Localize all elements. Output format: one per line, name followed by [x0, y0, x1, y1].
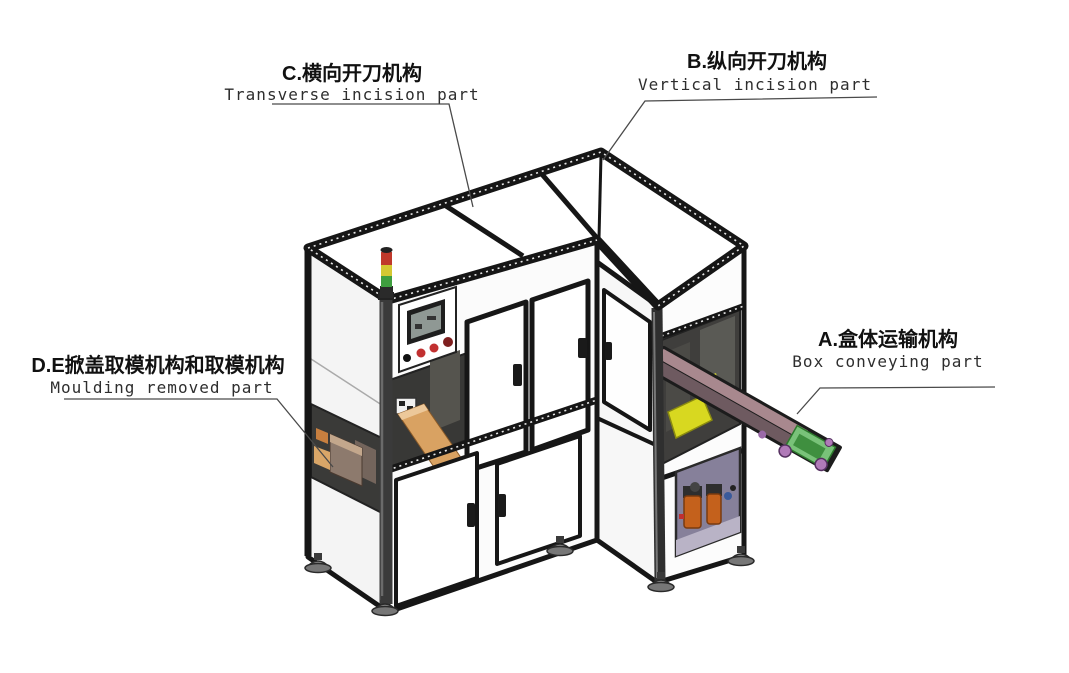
label-d-en: Moulding removed part — [50, 378, 273, 397]
conveyor-roller — [778, 444, 792, 458]
glass-door — [464, 299, 529, 474]
right-wing-door — [602, 288, 652, 432]
door-handle — [467, 503, 475, 527]
label-a-en: Box conveying part — [792, 352, 983, 371]
box-conveyor — [649, 346, 842, 473]
hmi-button — [429, 343, 439, 353]
left-wing-front-face — [385, 237, 600, 615]
roof-divider-beam — [441, 201, 525, 259]
stack-light-base — [380, 286, 393, 298]
stack-light-green-segment — [381, 275, 392, 287]
machinery-yellow-part — [667, 394, 713, 440]
pneumatic-cabinet-opening — [674, 446, 742, 558]
hmi-button — [403, 354, 411, 362]
door-handle — [513, 364, 522, 386]
leader-line-b — [602, 96, 878, 161]
cabinet-door — [394, 451, 479, 608]
leader-line-d — [64, 398, 334, 468]
label-c-en: Transverse incision part — [224, 85, 479, 104]
label-b-zh: B.纵向开刀机构 — [687, 49, 827, 73]
front-machinery-opening — [389, 350, 468, 474]
annotation-c: C.横向开刀机构 Transverse incision part — [224, 61, 479, 208]
stack-light-yellow-segment — [381, 264, 392, 276]
hmi-screen — [411, 305, 441, 339]
machine-illustration — [303, 147, 842, 617]
label-b-en: Vertical incision part — [638, 75, 872, 94]
door-handle — [605, 342, 612, 360]
door-handle — [578, 338, 587, 358]
hmi-button — [443, 337, 453, 347]
leveling-foot — [647, 572, 675, 593]
annotation-a: A.盒体运输机构 Box conveying part — [792, 327, 996, 415]
conveyor-belt — [658, 348, 809, 441]
right-wing-front-face — [594, 259, 661, 586]
air-filter-regulator — [683, 495, 702, 529]
leveling-foot — [304, 553, 332, 574]
annotation-b: B.纵向开刀机构 Vertical incision part — [602, 49, 878, 161]
front-corner-post — [378, 292, 394, 604]
leader-line-a — [796, 386, 996, 415]
stack-light — [380, 247, 393, 298]
label-d-zh: D.E掀盖取模机构和取模机构 — [31, 353, 284, 377]
cabinet-door — [495, 434, 582, 566]
leveling-foot — [371, 596, 399, 617]
leveling-feet — [304, 536, 755, 617]
door-handle — [498, 494, 506, 517]
leader-line-c — [272, 103, 474, 208]
leveling-foot — [546, 536, 574, 557]
corner-post — [651, 307, 666, 582]
conveyor-roller — [814, 457, 828, 472]
hmi-panel — [398, 285, 457, 374]
hmi-button — [416, 348, 426, 358]
stack-light-red-segment — [381, 252, 392, 265]
glass-door — [529, 278, 591, 453]
roof-divider-beam — [538, 170, 599, 240]
label-c-zh: C.横向开刀机构 — [282, 61, 422, 85]
annotation-d: D.E掀盖取模机构和取模机构 Moulding removed part — [31, 353, 334, 468]
air-filter-regulator — [706, 493, 722, 525]
label-a-zh: A.盒体运输机构 — [818, 327, 958, 351]
leveling-foot — [727, 546, 755, 567]
